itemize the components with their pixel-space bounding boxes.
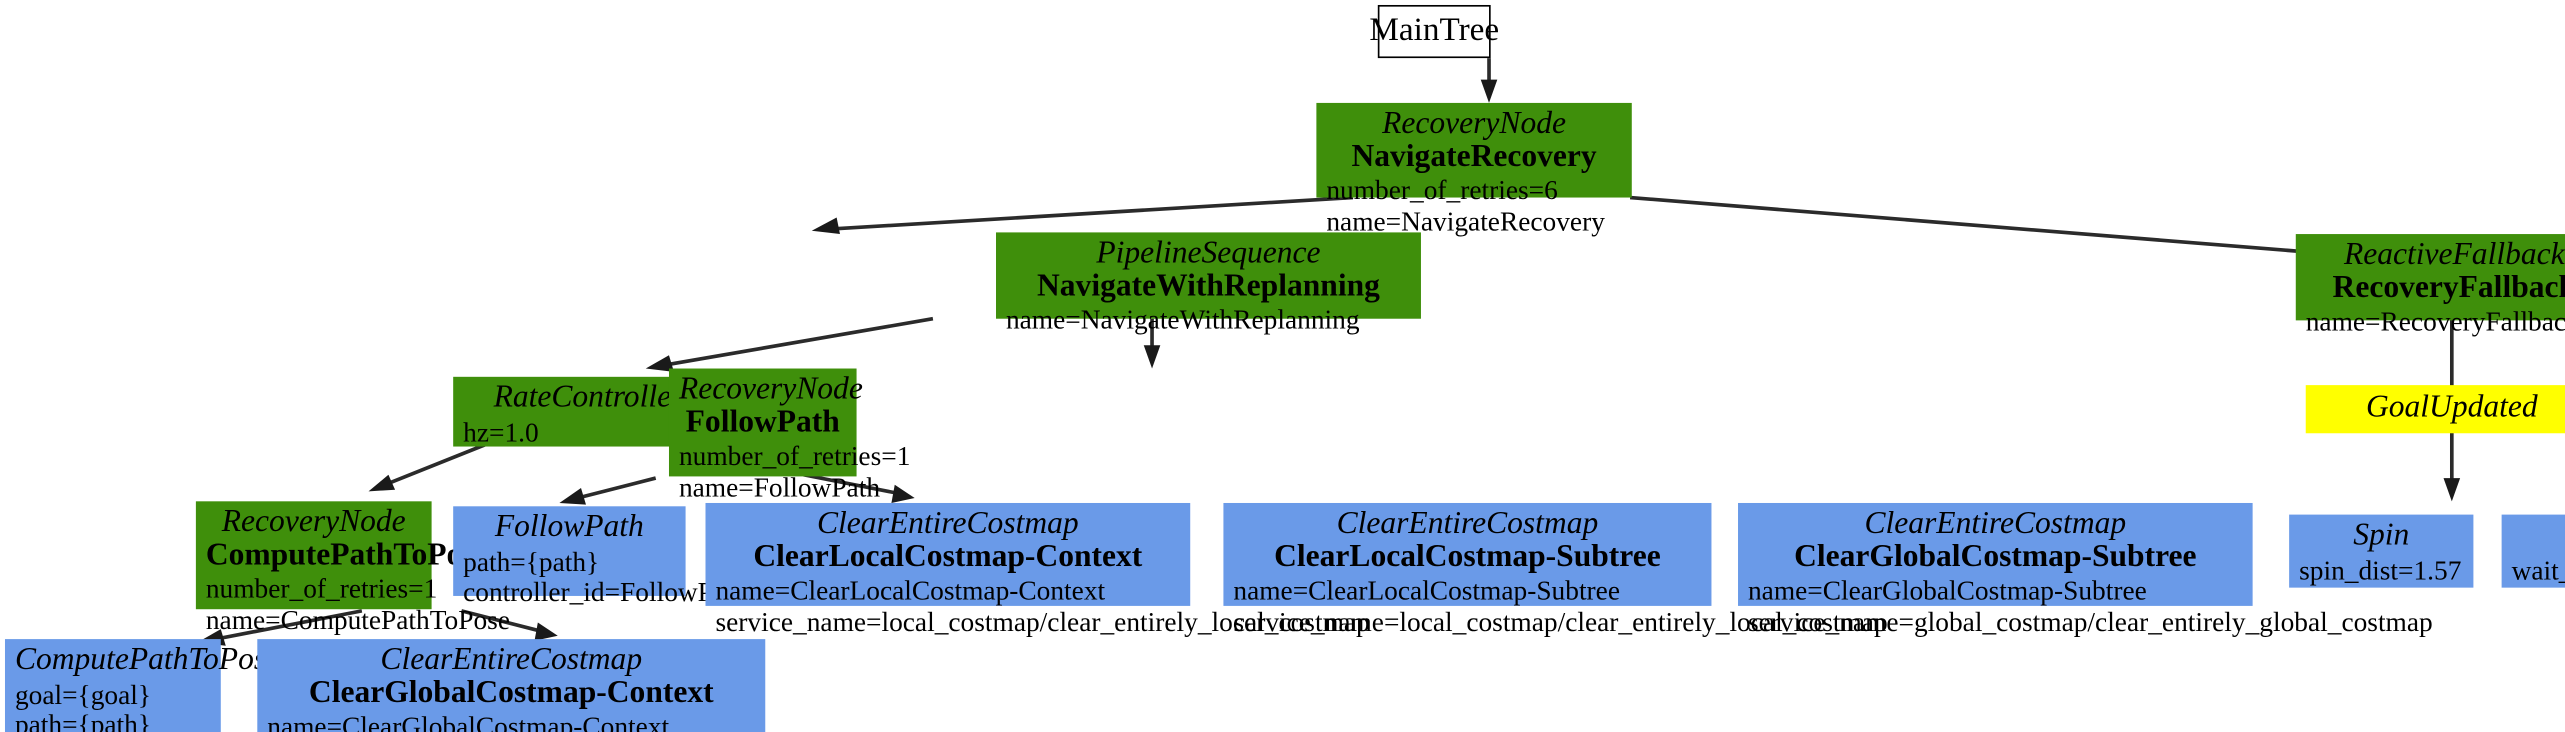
node-wait-type: Wait xyxy=(2512,518,2565,554)
node-follow-path-action-attrs: path={path} controller_id=FollowPath xyxy=(463,545,747,609)
node-wait[interactable]: Wait wait_duration=5 xyxy=(2501,514,2565,588)
node-spin[interactable]: Spin spin_dist=1.57 xyxy=(2289,514,2474,588)
node-recovery-fallback-type: ReactiveFallback xyxy=(2343,237,2565,273)
edge-navigatewithreplanning-to-ratecontroller xyxy=(645,316,934,372)
node-navigate-with-replanning-type: PipelineSequence xyxy=(1096,235,1321,271)
attr-line: name=RecoveryFallback xyxy=(2305,305,2565,338)
attr-line: name=ClearLocalCostmap-Context xyxy=(715,574,1106,607)
attr-line: service_name=global_costmap/clear_entire… xyxy=(1747,606,2433,638)
node-follow-path-decorator-name: FollowPath xyxy=(685,404,840,440)
attr-line: name=ClearGlobalCostmap-Subtree xyxy=(1747,574,2147,607)
attr-line: service_name=local_costmap/clear_entirel… xyxy=(1233,606,1888,638)
attr-line: goal={goal} xyxy=(14,678,152,710)
attr-line: name=ClearGlobalCostmap-Context xyxy=(267,710,670,732)
attr-line: service_name=local_costmap/clear_entirel… xyxy=(715,606,1370,638)
node-follow-path-decorator-attrs: number_of_retries=1 name=FollowPath xyxy=(678,440,911,504)
node-clear-local-costmap-context[interactable]: ClearEntireCostmap ClearLocalCostmap-Con… xyxy=(705,502,1370,637)
node-navigate-recovery-name: NavigateRecovery xyxy=(1351,138,1597,174)
node-navigate-recovery[interactable]: RecoveryNode NavigateRecovery number_of_… xyxy=(1316,102,1632,237)
attr-line: hz=1.0 xyxy=(463,416,539,448)
node-navigate-with-replanning-name: NavigateWithReplanning xyxy=(1037,268,1380,304)
node-compute-path-to-pose-action-attrs: goal={goal} path={path} planner_id=GridB… xyxy=(14,678,211,732)
node-recovery-fallback[interactable]: ReactiveFallback RecoveryFallback name=R… xyxy=(2295,234,2565,337)
edge-ratecontroller-to-computepathtopose xyxy=(368,443,486,492)
node-clear-local-costmap-context-name: ClearLocalCostmap-Context xyxy=(753,538,1143,574)
edge-navigaterecovery-to-navigatewithreplanning xyxy=(811,195,1354,235)
node-goal-updated-type: GoalUpdated xyxy=(2365,390,2538,426)
node-clear-global-costmap-subtree[interactable]: ClearEntireCostmap ClearGlobalCostmap-Su… xyxy=(1738,502,2433,637)
node-clear-local-costmap-subtree-name: ClearLocalCostmap-Subtree xyxy=(1274,538,1661,574)
attr-line: wait_duration=5 xyxy=(2511,553,2565,586)
node-navigate-with-replanning[interactable]: PipelineSequence NavigateWithReplanning … xyxy=(996,232,1421,336)
attr-line: path={path} xyxy=(14,709,152,732)
attr-line: controller_id=FollowPath xyxy=(463,576,747,609)
node-clear-local-costmap-context-attrs: name=ClearLocalCostmap-Context service_n… xyxy=(715,574,1370,639)
node-clear-global-costmap-context[interactable]: ClearEntireCostmap ClearGlobalCostmap-Co… xyxy=(257,639,766,732)
node-clear-global-costmap-subtree-type: ClearEntireCostmap xyxy=(1864,506,2127,542)
node-spin-attrs: spin_dist=1.57 xyxy=(2299,553,2463,587)
node-clear-local-costmap-context-type: ClearEntireCostmap xyxy=(817,506,1079,542)
node-clear-local-costmap-subtree-attrs: name=ClearLocalCostmap-Subtree service_n… xyxy=(1233,574,1888,639)
node-maintree[interactable]: MainTree xyxy=(1369,4,1499,59)
attr-line: name=NavigateRecovery xyxy=(1326,206,1605,238)
node-clear-global-costmap-context-name: ClearGlobalCostmap-Context xyxy=(308,675,714,710)
edge-followpath-to-followpath-action xyxy=(559,476,657,505)
node-follow-path-action-type: FollowPath xyxy=(494,509,644,545)
attr-line: spin_dist=1.57 xyxy=(2299,553,2462,586)
node-compute-path-to-pose-decorator-attrs: number_of_retries=1 name=ComputePathToPo… xyxy=(205,573,510,637)
attr-line: path={path} xyxy=(463,545,600,578)
node-goal-updated[interactable]: GoalUpdated xyxy=(2305,385,2565,434)
node-compute-path-to-pose-action[interactable]: ComputePathToPose goal={goal} path={path… xyxy=(4,639,281,732)
node-follow-path-action[interactable]: FollowPath path={path} controller_id=Fol… xyxy=(453,506,746,608)
attr-line: number_of_retries=1 xyxy=(205,573,438,605)
node-compute-path-to-pose-decorator[interactable]: RecoveryNode ComputePathToPose number_of… xyxy=(195,501,510,636)
node-clear-global-costmap-subtree-attrs: name=ClearGlobalCostmap-Subtree service_… xyxy=(1747,574,2433,639)
attr-line: name=NavigateWithReplanning xyxy=(1005,304,1360,336)
attr-line: name=FollowPath xyxy=(678,471,881,504)
node-spin-type: Spin xyxy=(2353,517,2410,553)
node-clear-local-costmap-subtree-type: ClearEntireCostmap xyxy=(1336,506,1599,542)
node-navigate-with-replanning-attrs: name=NavigateWithReplanning xyxy=(1005,304,1411,337)
node-rate-controller-attrs: hz=1.0 xyxy=(463,416,714,449)
node-rate-controller-type: RateController xyxy=(493,380,684,415)
node-wait-attrs: wait_duration=5 xyxy=(2511,553,2565,587)
attr-line: name=ComputePathToPose xyxy=(205,604,510,636)
node-compute-path-to-pose-decorator-name: ComputePathToPose xyxy=(205,537,489,573)
node-clear-global-costmap-context-attrs: name=ClearGlobalCostmap-Context service_… xyxy=(267,710,755,732)
node-follow-path-decorator[interactable]: RecoveryNode FollowPath number_of_retrie… xyxy=(668,368,910,503)
edge-navigaterecovery-to-recoveryfallback xyxy=(1629,195,2393,268)
node-clear-local-costmap-subtree[interactable]: ClearEntireCostmap ClearLocalCostmap-Sub… xyxy=(1223,502,1888,637)
attr-line: number_of_retries=6 xyxy=(1326,174,1558,207)
node-recovery-fallback-attrs: name=RecoveryFallback xyxy=(2305,305,2565,339)
edge-maintree-to-navigaterecovery xyxy=(1480,58,1498,103)
node-compute-path-to-pose-decorator-type: RecoveryNode xyxy=(221,504,406,540)
node-maintree-label: MainTree xyxy=(1369,11,1500,49)
node-follow-path-decorator-type: RecoveryNode xyxy=(678,371,863,407)
node-clear-global-costmap-subtree-name: ClearGlobalCostmap-Subtree xyxy=(1794,538,2197,574)
node-navigate-recovery-attrs: number_of_retries=6 name=NavigateRecover… xyxy=(1326,174,1621,238)
node-clear-global-costmap-context-type: ClearEntireCostmap xyxy=(380,642,643,678)
node-navigate-recovery-type: RecoveryNode xyxy=(1382,106,1567,142)
attr-line: number_of_retries=1 xyxy=(678,440,911,472)
node-compute-path-to-pose-action-type: ComputePathToPose xyxy=(14,642,281,678)
node-recovery-fallback-name: RecoveryFallback xyxy=(2332,270,2565,305)
attr-line: name=ClearLocalCostmap-Subtree xyxy=(1233,574,1621,607)
